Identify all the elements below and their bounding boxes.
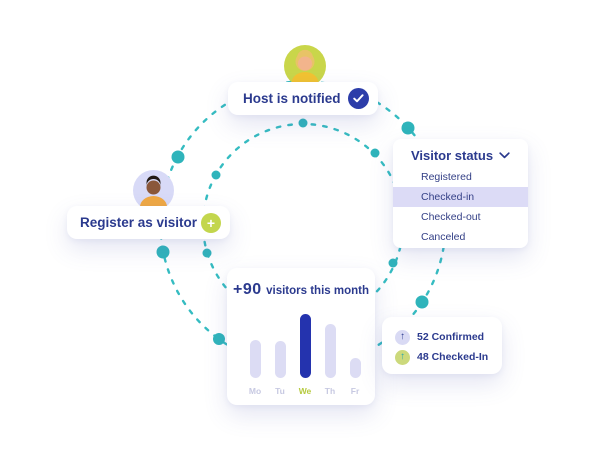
path-dot <box>370 148 380 158</box>
bar-label-Tu: Tu <box>275 386 285 396</box>
stat-row-confirmed: ↑ 52 Confirmed <box>395 327 502 347</box>
bar-We <box>299 314 311 378</box>
check-icon <box>348 88 369 109</box>
host-avatar <box>284 45 326 87</box>
path-dot <box>213 333 225 345</box>
host-notified-card: Host is notified <box>228 82 378 115</box>
path-dot <box>171 150 185 164</box>
host-notified-label: Host is notified <box>243 91 341 106</box>
stats-card: ↑ 52 Confirmed ↑ 48 Checked-In <box>382 317 502 374</box>
chart-title: +90 visitors this month <box>227 281 375 299</box>
chart-title-value: +90 <box>233 281 262 298</box>
visitors-chart-card: +90 visitors this month Mo Tu We Th Fr <box>227 268 375 405</box>
visitor-status-title: Visitor status <box>410 147 494 163</box>
bar-Mo <box>249 340 261 378</box>
visitor-avatar <box>133 170 174 211</box>
path-dot <box>415 295 429 309</box>
arrow-up-icon: ↑ <box>395 349 410 365</box>
visitor-status-dropdown[interactable]: Visitor status <box>393 143 528 167</box>
avatar-hair <box>146 175 161 186</box>
path-dot <box>211 170 221 180</box>
bar-label-Fr: Fr <box>350 386 360 396</box>
stat-row-checked-in: ↑ 48 Checked-In <box>395 347 502 367</box>
chevron-down-icon <box>499 151 510 158</box>
bar-label-We: We <box>298 386 312 396</box>
status-option-registered[interactable]: Registered <box>421 171 472 183</box>
bar-Tu <box>274 341 286 378</box>
bar-label-Th: Th <box>324 386 336 396</box>
path-dot <box>156 245 170 259</box>
arrow-up-icon: ↑ <box>395 329 410 345</box>
stat-checked-in-label: 48 Checked-In <box>417 351 489 363</box>
bar-Fr <box>349 358 361 378</box>
status-option-checked-out[interactable]: Checked-out <box>421 211 481 223</box>
path-dot <box>202 248 212 258</box>
register-visitor-card[interactable]: Register as visitor + <box>67 206 230 239</box>
bar-Th <box>324 324 336 378</box>
path-dot <box>388 258 398 268</box>
avatar-face <box>146 180 161 195</box>
avatar-face <box>298 56 312 71</box>
plus-icon[interactable]: + <box>201 212 221 233</box>
path-dot <box>298 118 308 128</box>
stat-confirmed-label: 52 Confirmed <box>417 331 485 343</box>
status-option-canceled[interactable]: Canceled <box>421 231 466 243</box>
chart-title-text: visitors this month <box>266 285 369 297</box>
bar-label-Mo: Mo <box>248 386 262 396</box>
visitor-status-card: Visitor status Registered Checked-in Che… <box>393 139 528 248</box>
register-visitor-label: Register as visitor <box>80 215 198 230</box>
path-dot <box>401 121 415 135</box>
status-option-checked-in[interactable]: Checked-in <box>393 187 528 207</box>
